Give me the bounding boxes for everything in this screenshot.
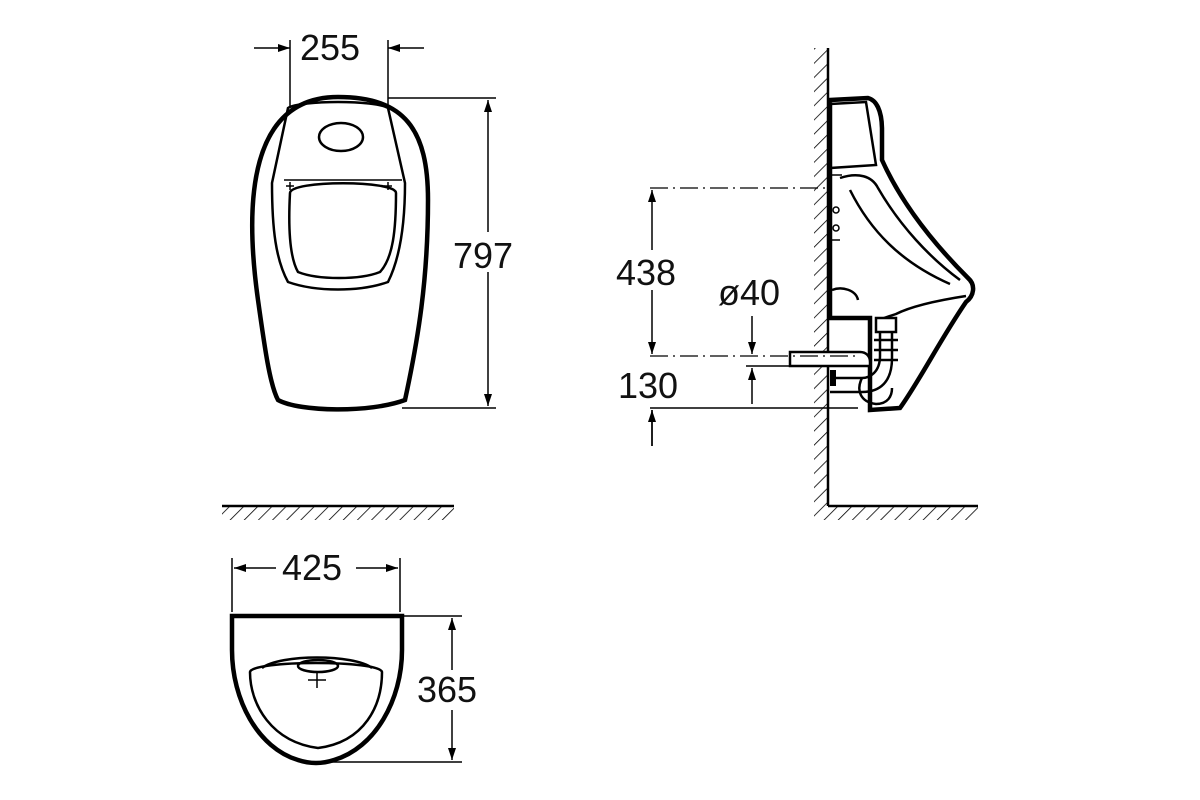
top-view-spreader bbox=[296, 658, 340, 674]
dim-797-label: 797 bbox=[453, 235, 513, 276]
dim-425-label: 425 bbox=[282, 547, 342, 588]
top-view-outline bbox=[229, 613, 405, 766]
wall-bolts bbox=[830, 206, 840, 241]
top-view-bowl bbox=[248, 661, 384, 750]
front-view-outline bbox=[250, 94, 431, 412]
dim-255-label: 255 bbox=[300, 27, 360, 68]
floor-section bbox=[814, 506, 978, 520]
top-view: 425 365 bbox=[222, 504, 477, 766]
dim-130-label: 130 bbox=[618, 365, 678, 406]
front-view-inner-panel bbox=[270, 100, 407, 291]
dim-365-label: 365 bbox=[417, 669, 477, 710]
outlet-mark bbox=[308, 672, 326, 688]
flush-button bbox=[317, 121, 365, 153]
side-view: 438 ø40 130 bbox=[616, 48, 978, 520]
wall-hatch bbox=[222, 506, 454, 520]
wall-section bbox=[814, 48, 828, 506]
dim-438-label: 438 bbox=[616, 252, 676, 293]
dim-diameter-label: ø40 bbox=[718, 272, 780, 313]
mounting-marks bbox=[286, 182, 392, 190]
front-view: 255 797 bbox=[250, 27, 524, 412]
front-view-bowl bbox=[288, 182, 398, 280]
